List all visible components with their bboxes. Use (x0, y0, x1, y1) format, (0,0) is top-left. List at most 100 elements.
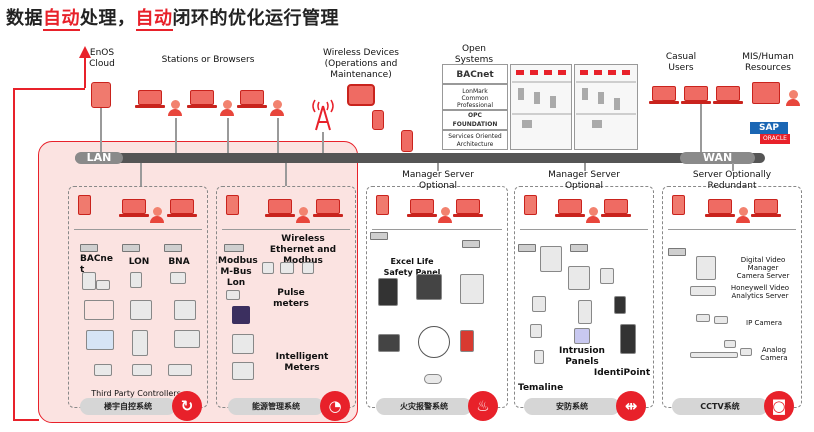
link (227, 118, 229, 153)
fire-panel-icon (416, 274, 442, 300)
bacnet-logo: BACnet (442, 64, 508, 84)
identipoint-icon (620, 324, 636, 354)
third-party-label: Third Party Controllers (91, 389, 181, 398)
intelligent-meters-label: Intelligent Meters (275, 352, 329, 373)
door-icon: ⇹ (616, 391, 646, 421)
pulse-meters-label: Pulse meters (273, 288, 309, 309)
user-icon (270, 100, 284, 116)
controller-icon (122, 244, 140, 252)
casual-users-label: Casual Users (665, 52, 697, 73)
link (520, 229, 648, 230)
reader-icon (534, 350, 544, 364)
bacnet-label: BACne t (80, 254, 113, 275)
switch-icon (690, 352, 738, 358)
meter-icon (232, 334, 254, 354)
feedback-arrow-h (13, 88, 85, 90)
link (732, 163, 734, 171)
laptop-icon (601, 199, 631, 217)
soa-logo: Services Oriented Architecture (442, 130, 508, 150)
fire-panel-icon (460, 274, 484, 304)
title-part: 处理， (80, 8, 136, 29)
user-icon (168, 100, 182, 116)
device-icon (132, 330, 148, 356)
excel-panel-label: Excel Life Safety Panel (383, 257, 441, 277)
printer-icon (752, 82, 780, 104)
device-icon (130, 272, 142, 288)
reader-icon (614, 296, 626, 314)
lan-label: LAN (75, 152, 123, 164)
link (285, 163, 287, 186)
controller-icon (80, 244, 98, 252)
meter-icon (226, 290, 240, 300)
link (100, 108, 102, 153)
reader-icon (578, 300, 592, 324)
link (322, 132, 324, 153)
open-systems-diagram-2 (574, 64, 638, 150)
meter-icon (280, 262, 294, 274)
server-icon (672, 195, 685, 215)
pulse-meter-icon (232, 306, 250, 324)
device-icon (96, 280, 110, 290)
panel-icon (568, 266, 590, 290)
meter-icon (232, 362, 254, 380)
device-icon (82, 272, 96, 290)
title-highlight: 自动 (43, 8, 80, 31)
title-part: 数据 (6, 8, 43, 29)
controller-icon (570, 244, 588, 252)
open-systems-label: Open Systems (454, 44, 494, 65)
laptop-icon (453, 199, 483, 217)
server-icon (226, 195, 239, 215)
laptop-icon (649, 86, 679, 104)
cloud-server-icon (91, 82, 111, 108)
detector-icon (424, 374, 442, 384)
fire-server-label: Manager Server Optional (402, 170, 474, 191)
feedback-arrow-h2 (13, 419, 39, 421)
dvm-label: Digital Video Manager Camera Server (736, 256, 790, 280)
arrow-head-icon (79, 46, 91, 58)
device-icon (132, 364, 152, 376)
controller-icon (668, 248, 686, 256)
feedback-arrow-v2 (13, 88, 15, 420)
analog-camera-label: Analog Camera (760, 346, 788, 362)
title-part: 闭环的优化运行管理 (172, 8, 339, 29)
temaline-label: Temaline (518, 383, 564, 393)
device-icon (168, 364, 192, 376)
cctv-footer: CCTV系统 (672, 398, 768, 415)
meter-icon (262, 262, 274, 274)
server-icon (376, 195, 389, 215)
laptop-icon (237, 90, 267, 108)
panel-icon (540, 246, 562, 272)
sap-logo: SAP (750, 122, 788, 134)
camera-server-icon (696, 256, 716, 280)
cctv-server-label: Server Optionally Redundant (692, 170, 772, 191)
device-icon (174, 330, 200, 348)
tablet-icon (347, 84, 375, 106)
fire-panel-icon (378, 334, 400, 352)
stations-label: Stations or Browsers (161, 55, 255, 65)
device-icon (94, 364, 112, 376)
flame-icon: ♨ (468, 391, 498, 421)
user-icon (220, 100, 234, 116)
server-icon (78, 195, 91, 215)
fire-loop-icon (418, 326, 450, 358)
fire-footer: 火灾报警系统 (376, 398, 472, 415)
loop-icon: ↻ (172, 391, 202, 421)
laptop-icon (119, 199, 149, 217)
wireless-ethernet-label: Wireless Ethernet and Modbus (269, 234, 337, 266)
link (584, 163, 586, 171)
open-systems-diagram-drawing (512, 70, 636, 128)
controller-icon (164, 244, 182, 252)
user-icon (736, 207, 750, 223)
phone-icon (372, 110, 384, 130)
user-icon (150, 207, 164, 223)
feedback-arrow-v1 (84, 58, 86, 88)
security-footer: 安防系统 (524, 398, 620, 415)
antenna-icon (312, 99, 334, 131)
lon-label: LON (128, 257, 150, 267)
mis-label: MIS/Human Resources (742, 52, 794, 73)
meter-icon (302, 262, 314, 274)
analog-camera-icon (724, 340, 736, 348)
device-icon (174, 300, 196, 320)
device-icon (84, 300, 114, 320)
ip-camera-icon (696, 314, 710, 322)
